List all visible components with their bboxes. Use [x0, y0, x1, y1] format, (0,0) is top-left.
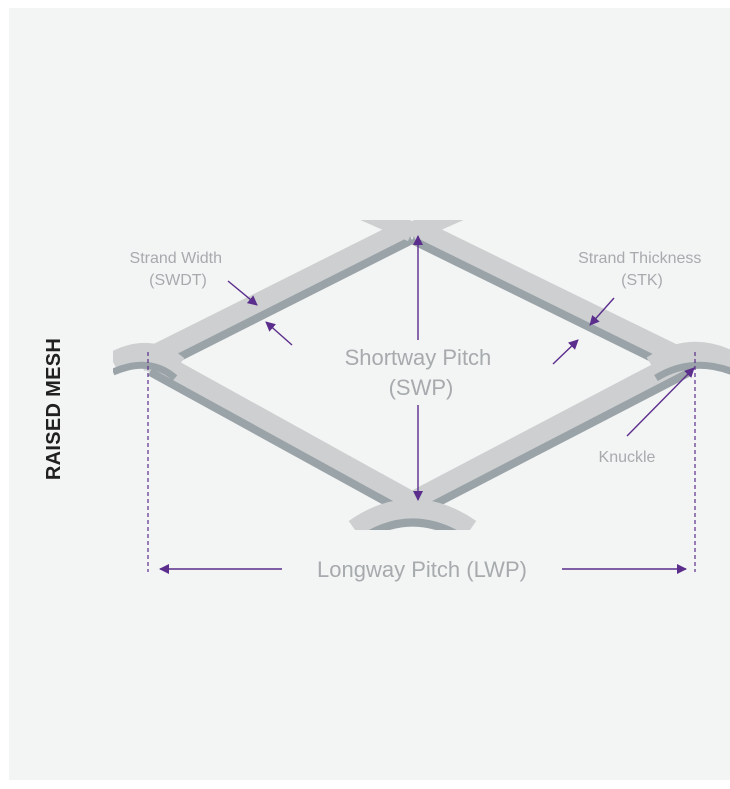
strand-lower-right [406, 347, 696, 520]
strand-lower-left [142, 347, 418, 520]
swdt-arrow-inner [265, 321, 293, 346]
strand-upper-left [135, 220, 417, 371]
left-knuckle [113, 342, 185, 381]
strand-thickness-label: Strand Thickness (STK) [578, 250, 706, 289]
side-title: RAISED MESH [43, 338, 65, 480]
stk-arrow-outer [589, 297, 615, 326]
strand-upper-right [407, 220, 695, 371]
knuckle-label: Knuckle [599, 449, 656, 466]
right-knuckle [646, 342, 730, 382]
swdt-arrow-outer [227, 280, 258, 306]
longway-pitch-label: Longway Pitch (LWP) [317, 557, 527, 582]
top-crossing [360, 220, 464, 242]
shortway-pitch-label: Shortway Pitch (SWP) [345, 345, 498, 400]
strand-width-label: Strand Width (SWDT) [130, 250, 227, 289]
stk-arrow-inner [552, 339, 579, 365]
bottom-knuckle [348, 499, 477, 530]
knuckle-arrow [626, 367, 695, 437]
